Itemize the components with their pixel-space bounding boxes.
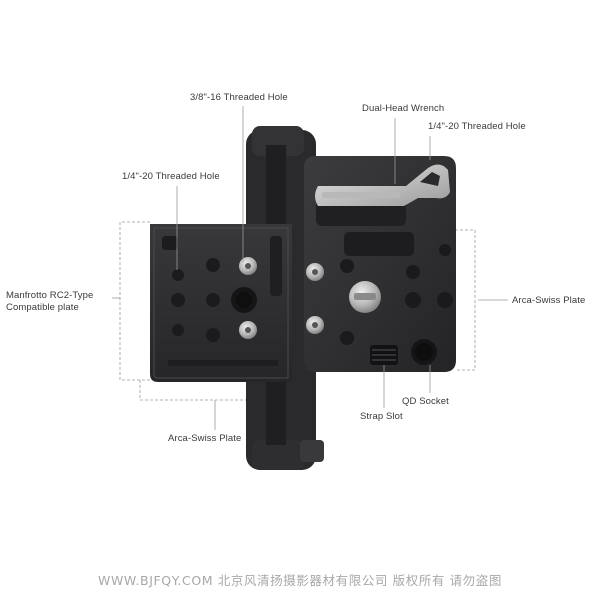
callout-arca-swiss-right: Arca-Swiss Plate bbox=[512, 295, 586, 306]
callout-strap-slot: Strap Slot bbox=[360, 411, 403, 422]
callout-qd-socket: QD Socket bbox=[402, 396, 449, 407]
callout-dual-head-wrench: Dual-Head Wrench bbox=[362, 103, 445, 114]
callout-threaded-hole-1-4-left: 1/4"-20 Threaded Hole bbox=[122, 171, 220, 182]
callout-manfrotto-plate: Manfrotto RC2-Type Compatible plate bbox=[6, 290, 94, 313]
callout-threaded-hole-1-4-right: 1/4"-20 Threaded Hole bbox=[428, 121, 526, 132]
arca-right-outline bbox=[455, 229, 476, 371]
center-mount-screw bbox=[349, 281, 381, 313]
manfrotto-outline bbox=[119, 221, 150, 381]
arca-swiss-plate-body bbox=[304, 156, 456, 372]
leader-lines bbox=[112, 106, 508, 430]
callout-arca-swiss-left: Arca-Swiss Plate bbox=[168, 433, 242, 444]
manfrotto-plate-body bbox=[150, 224, 292, 382]
watermark: WWW.BJFQY.COM 北京风清扬摄影器材有限公司 版权所有 请勿盗图 bbox=[98, 573, 502, 588]
silver-bolts bbox=[239, 257, 324, 339]
dual-head-wrench-shape bbox=[315, 164, 450, 206]
callout-threaded-hole-3-8: 3/8"-16 Threaded Hole bbox=[190, 92, 288, 103]
arca-left-outline bbox=[139, 380, 261, 401]
rear-body bbox=[246, 126, 324, 470]
